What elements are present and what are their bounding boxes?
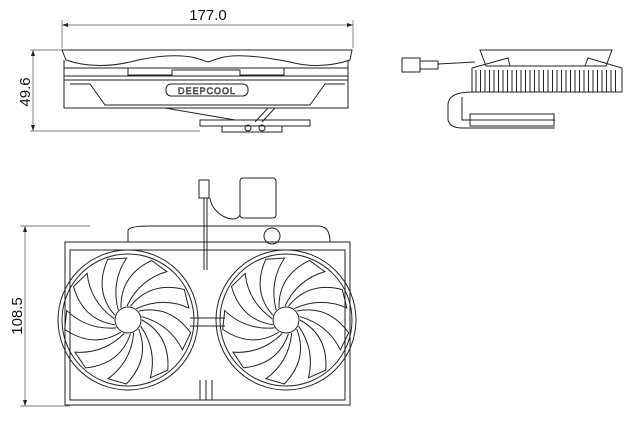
molex-connector	[239, 177, 277, 219]
fan-blade	[232, 333, 289, 369]
width-dimension-label: 177.0	[189, 7, 227, 24]
fan-blade	[106, 328, 143, 385]
top-view: 108.5	[9, 177, 357, 407]
fan-blade	[278, 259, 326, 308]
brand-logo	[165, 83, 249, 97]
fan-blade	[259, 257, 286, 316]
fan-1	[57, 249, 199, 391]
side-view	[401, 49, 623, 129]
fan-blade	[138, 309, 192, 351]
fan-blade	[222, 309, 280, 341]
fan-header	[198, 179, 210, 199]
fan-blade	[130, 286, 190, 310]
height-dimension-label: 49.6	[17, 77, 34, 106]
fan-blade	[230, 272, 273, 326]
fan-2	[215, 249, 357, 391]
fan-blade	[101, 257, 128, 316]
fan-hub	[272, 306, 300, 334]
fan-hub	[114, 306, 142, 334]
fan-blade	[64, 309, 122, 341]
fan-blade	[140, 319, 169, 379]
fan-blade	[298, 319, 327, 379]
fan-blade	[288, 286, 348, 310]
fan-blade	[72, 272, 115, 326]
fan-blade	[74, 333, 131, 369]
svg-text:DEEPCOOL: DEEPCOOL	[178, 86, 236, 96]
depth-dimension-label: 108.5	[9, 297, 26, 335]
fan-blade	[296, 309, 350, 351]
fan-connector	[401, 57, 421, 73]
front-view: 177.0 49.6 DEEPCOOL	[17, 7, 354, 133]
fan-blade	[264, 328, 301, 385]
fan-blade	[120, 259, 168, 308]
